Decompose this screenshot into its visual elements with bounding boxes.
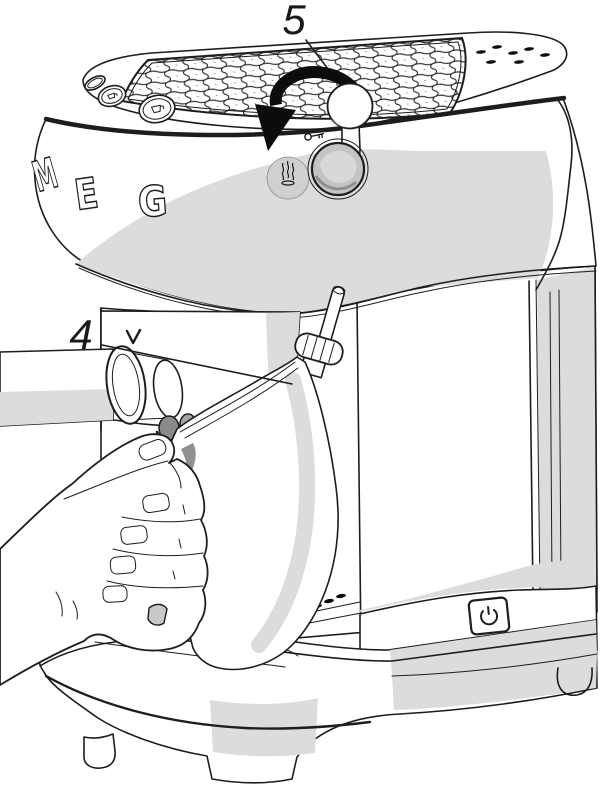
coffee-button-1 xyxy=(84,75,106,91)
base-front-shadow-line xyxy=(44,674,372,730)
callout-4-group: 4 xyxy=(69,311,293,385)
base-left-foot xyxy=(83,733,116,769)
water-tank-panel xyxy=(537,267,597,592)
steam-knob-assembly xyxy=(266,82,374,200)
head-right-edge xyxy=(535,98,573,291)
head-bottom-seam xyxy=(75,263,597,315)
jug-spout-shadow xyxy=(181,443,196,480)
power-icon xyxy=(480,606,499,626)
coffee-cup-icon xyxy=(107,92,118,100)
thumb-nail xyxy=(138,439,167,461)
machine-head: M E G xyxy=(27,31,597,318)
machine-base xyxy=(38,619,598,784)
thumb-lower-edge xyxy=(63,460,169,500)
finger-crease xyxy=(112,548,204,557)
callout-4-label: 4 xyxy=(69,311,92,358)
tank-reflection-line xyxy=(558,289,562,585)
jug-reflection-band xyxy=(251,372,316,653)
chevron-mark xyxy=(125,328,142,345)
power-button xyxy=(467,596,511,636)
finger-nail xyxy=(142,492,170,514)
portafilter xyxy=(0,345,197,445)
callout-5-label: 5 xyxy=(282,0,306,43)
hand-holding-jug xyxy=(0,433,209,686)
thumb-index-gap xyxy=(169,462,182,489)
tank-reflection-line xyxy=(549,291,553,587)
finger-nail xyxy=(102,585,128,603)
body-lower-shadow xyxy=(360,556,596,612)
coffee-cup-icon xyxy=(150,104,165,114)
jug-handle-end xyxy=(147,603,168,626)
smeg-logo: M E G xyxy=(27,148,170,228)
logo-letter-g: G xyxy=(136,177,169,227)
coffee-buttons xyxy=(84,75,176,124)
head-shadow-region xyxy=(76,149,554,313)
alcove-right-edge xyxy=(356,299,362,646)
portafilter-flange xyxy=(105,345,147,425)
deck-vent-holes xyxy=(476,45,550,64)
body-right-edge xyxy=(594,266,598,591)
wrist-crease xyxy=(55,591,78,620)
steam-icon xyxy=(281,160,295,186)
base-lip-line xyxy=(39,633,597,667)
coffee-button-2 xyxy=(97,84,127,108)
finger-crease xyxy=(106,580,204,589)
base-right-foot xyxy=(556,667,593,696)
drip-tray-arc xyxy=(94,641,286,668)
callout-4-leader-line xyxy=(101,344,293,385)
finger-crease xyxy=(121,516,201,523)
drip-slot xyxy=(324,598,334,604)
base-skirt-left-face xyxy=(210,698,318,757)
knob-outer-ring xyxy=(307,138,369,200)
finger-nail xyxy=(120,525,148,545)
base-skirt-right-face xyxy=(392,654,597,710)
body-side-seam xyxy=(528,280,534,595)
milk-jug xyxy=(159,356,339,671)
steam-knob-ball xyxy=(326,82,374,130)
drip-slot xyxy=(336,593,346,599)
key-icon xyxy=(304,132,324,141)
coffee-button-3 xyxy=(138,94,176,124)
rotation-arrow-icon xyxy=(255,66,358,151)
finger-nail xyxy=(109,555,137,575)
